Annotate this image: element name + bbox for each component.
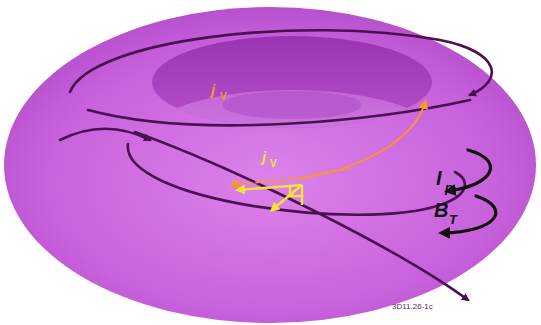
current-label: j <box>262 149 266 164</box>
subscript: T <box>449 213 457 226</box>
toroidal-field-label: B <box>434 200 448 220</box>
watermark: 3D11.26-1c <box>392 303 433 311</box>
subscript: V <box>220 92 227 102</box>
current-label: j <box>211 82 215 97</box>
plasma-current-label: I <box>436 168 442 188</box>
subscript: V <box>270 159 277 169</box>
subscript: p <box>445 181 453 194</box>
